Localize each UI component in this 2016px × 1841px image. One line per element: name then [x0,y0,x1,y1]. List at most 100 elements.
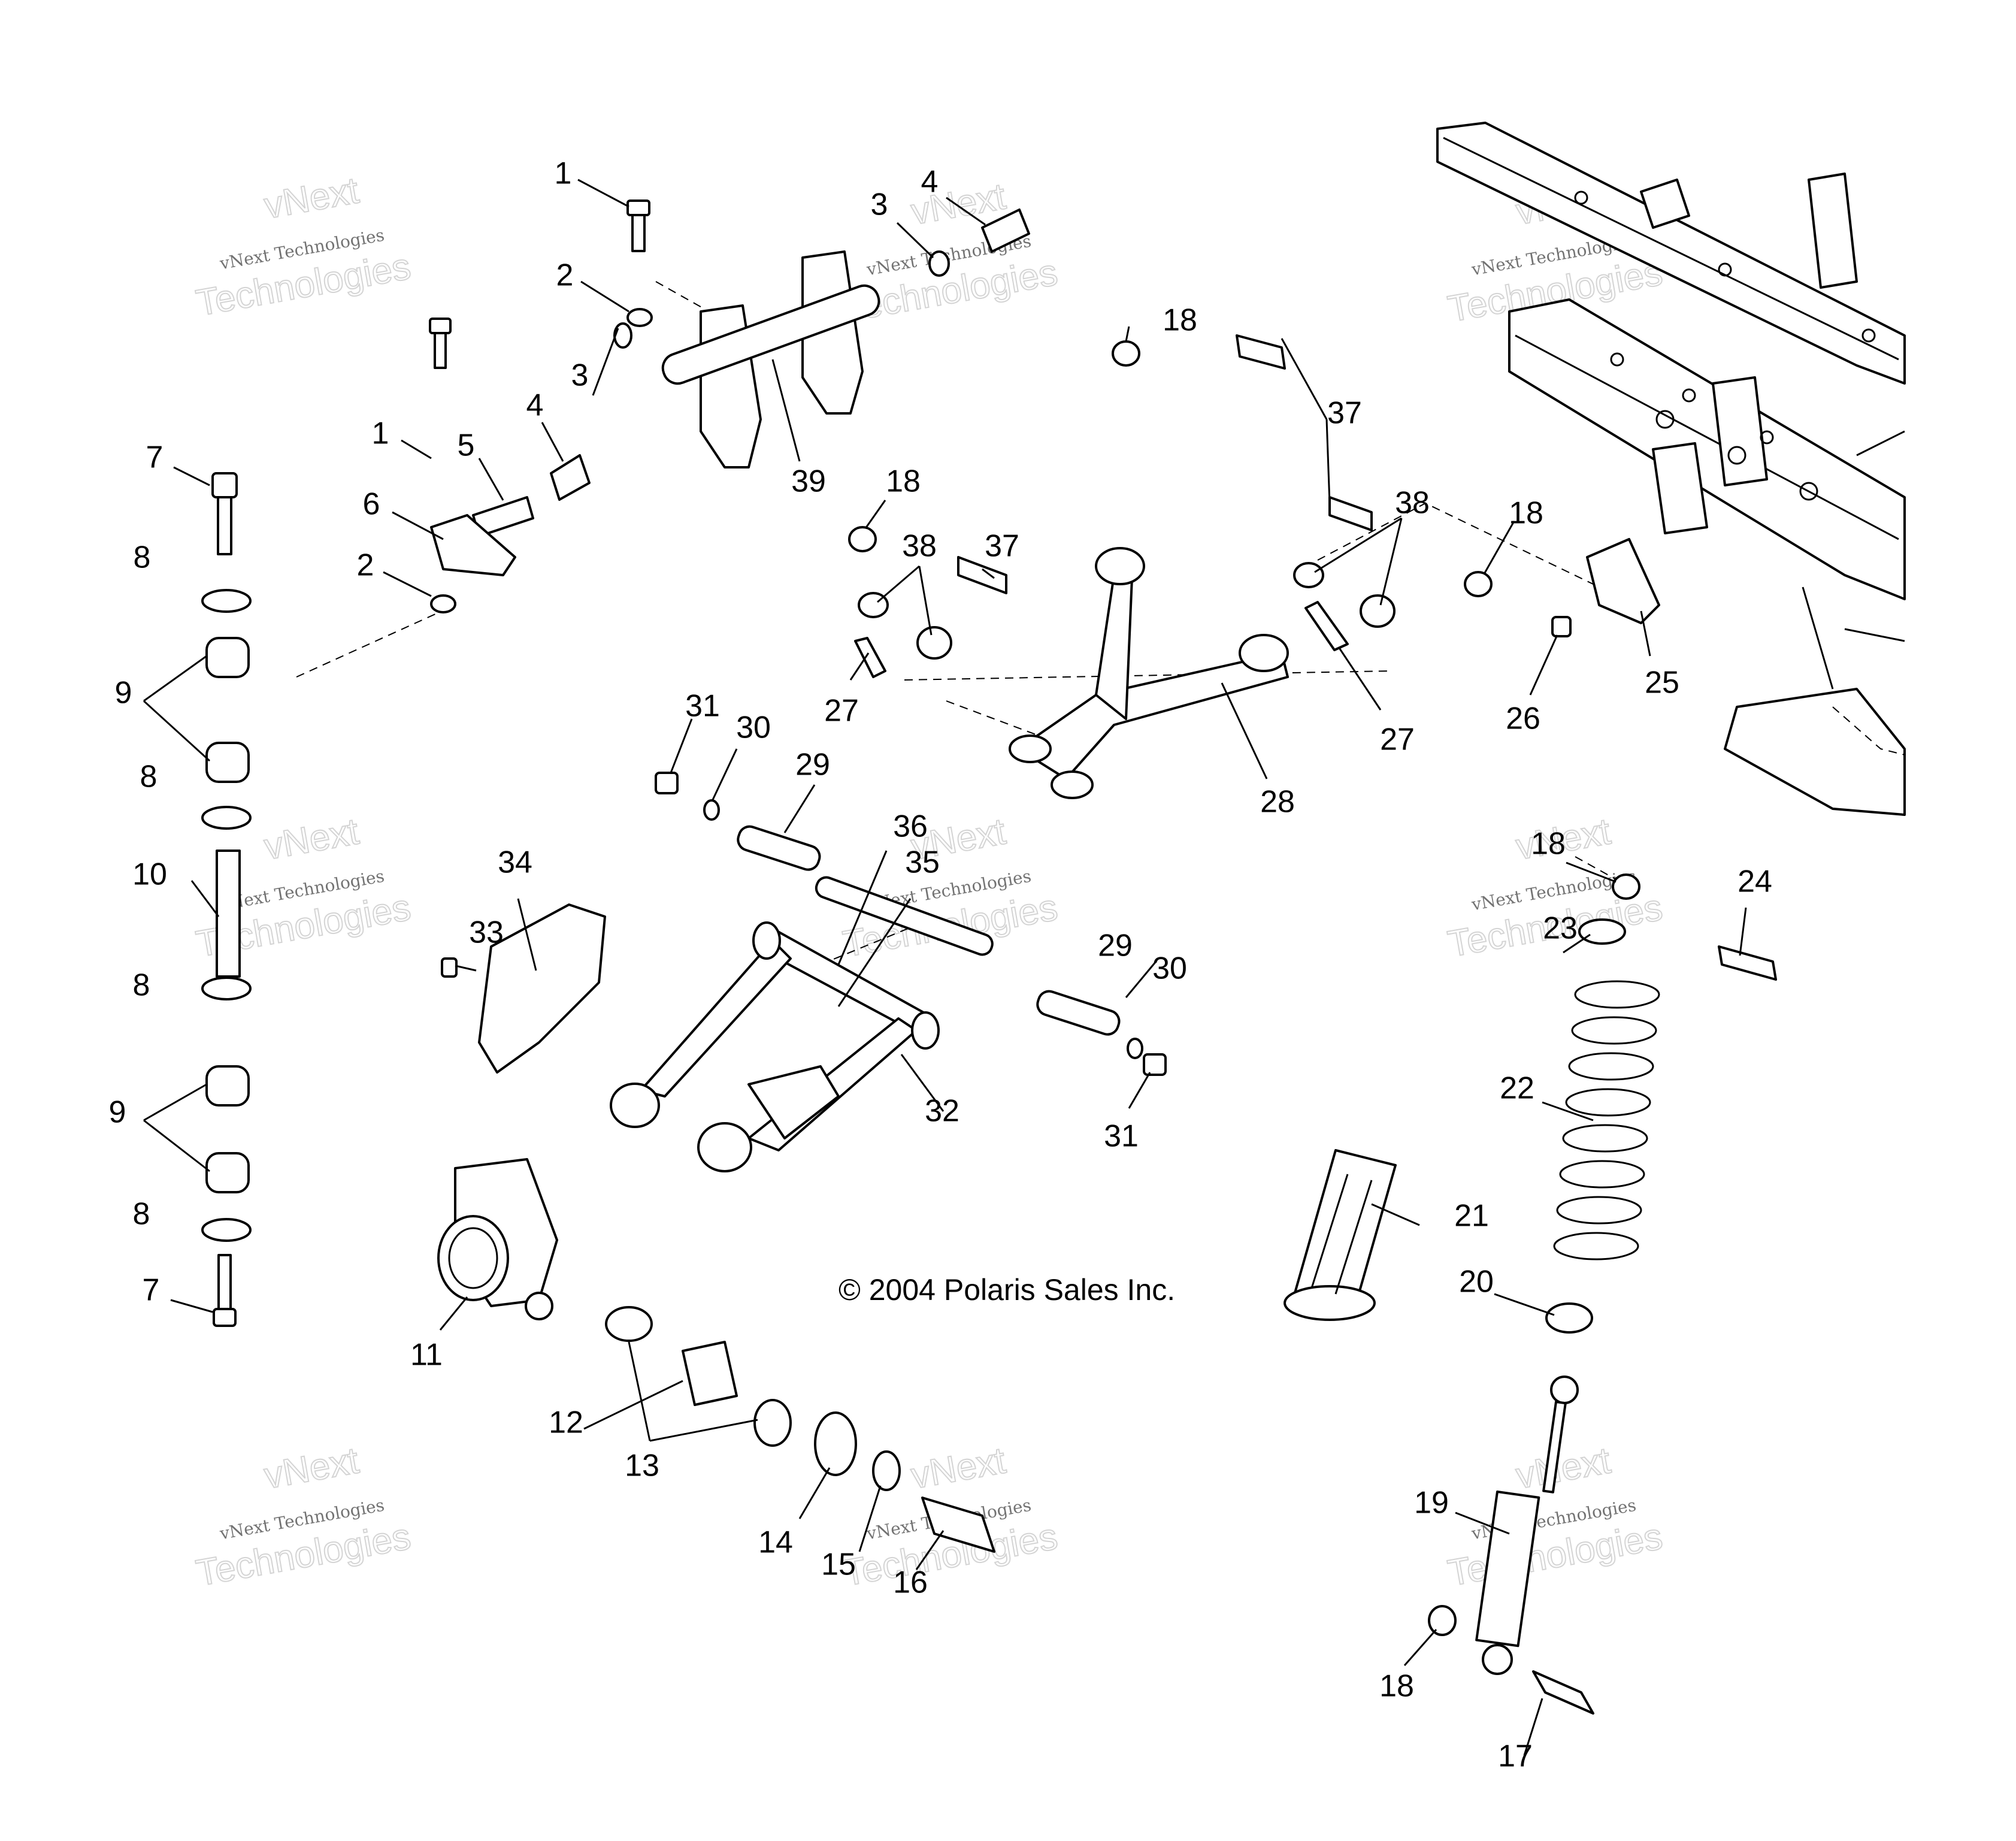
label-5: 5 [458,428,475,463]
leader-lines [143,179,1747,1756]
label-8-c: 8 [133,968,150,1003]
pivot-tube-part-29 [737,825,821,871]
label-20: 20 [1459,1265,1494,1299]
bolt-part-26 [1551,616,1572,637]
label-1-mid: 1 [372,416,389,451]
bolt-part-24 [1718,945,1777,981]
label-11: 11 [410,1338,443,1373]
washer-part-8-b [201,806,252,830]
label-10: 10 [132,857,167,892]
nut-part-18-c [1464,571,1493,597]
retainer-part-23 [1578,918,1626,945]
upper-arm-part-28 [1009,547,1289,799]
label-31-lower: 31 [1104,1119,1139,1154]
knuckle-part-11 [437,1158,558,1320]
label-38-left: 38 [902,529,937,564]
label-15: 15 [821,1547,856,1582]
washer-part-8-d [201,1218,252,1242]
label-7-top: 7 [146,440,164,475]
label-9-upper: 9 [115,676,132,711]
mount-part-9 [205,637,250,678]
label-8-b: 8 [140,760,158,794]
label-25: 25 [1645,666,1679,700]
label-26: 26 [1506,702,1540,736]
mount-part-9-c [205,1065,250,1107]
label-29-lower: 29 [1098,929,1133,963]
clamp-part-6 [430,514,516,576]
label-32: 32 [925,1094,959,1129]
label-36: 36 [893,809,928,844]
bolt-part-7 [211,472,238,1327]
label-7-bottom: 7 [143,1273,160,1308]
watermark-top: vNext [261,811,362,867]
lower-arm-part-32 [610,921,940,1172]
nut-part-2 [626,308,653,327]
nut-part-18-b [848,526,877,552]
bolt-part-17 [1532,1670,1594,1715]
watermark-top: vNext [261,170,362,226]
label-19: 19 [1414,1486,1449,1520]
boot-part-21 [1284,1149,1397,1321]
ring-part-3 [928,250,950,277]
bolt-part-37 [1236,334,1286,370]
label-22: 22 [1500,1071,1534,1106]
nut-part-18-d [1612,873,1640,900]
label-27-left: 27 [824,694,859,728]
watermark-top: vNext [261,1440,362,1497]
label-30-upper: 30 [736,711,771,745]
bolt-part-31-b [1143,1053,1167,1076]
bolt-part-33 [441,957,458,978]
bushing-part-38-c [1293,562,1324,588]
label-24: 24 [1737,864,1772,899]
spacer-part-10 [216,850,241,978]
label-23: 23 [1543,911,1578,946]
label-8-d: 8 [133,1197,150,1232]
label-18-d: 18 [1531,827,1566,861]
label-35: 35 [905,845,940,880]
carrier-part-39 [661,250,880,468]
label-12: 12 [549,1405,583,1440]
mount-part-9-b [205,742,250,783]
shaft-part-36 [815,876,994,956]
part-labels: 1 1 2 2 3 3 4 4 5 6 7 7 8 8 8 8 9 9 10 1… [109,156,1772,1774]
bolt-part-37-c [957,556,1007,594]
washer-part-15 [872,1450,901,1491]
nut-part-18-e [1428,1605,1457,1636]
label-4-mid: 4 [526,388,544,423]
label-18-e: 18 [1379,1669,1414,1704]
label-28: 28 [1260,785,1295,820]
bushing-part-38-b [916,626,952,660]
label-9-lower: 9 [109,1095,126,1130]
bolt-part-37-b [1328,496,1373,531]
copyright-notice: © 2004 Polaris Sales Inc. [839,1273,1175,1307]
label-14: 14 [758,1525,793,1560]
washer-part-30 [703,799,720,821]
bushing-part-4 [981,208,1030,253]
nut-part-18 [1112,340,1140,367]
assembly-lines [296,281,1630,965]
label-33: 33 [469,915,504,950]
label-16: 16 [893,1565,928,1600]
shock-part-19 [1475,1376,1579,1675]
label-2-mid: 2 [357,548,374,583]
pin-part-27 [854,637,886,678]
watermark-top: vNext [908,1440,1009,1497]
label-18-b: 18 [886,464,921,499]
label-31-upper: 31 [685,689,720,724]
spring-part-22 [1553,980,1660,1260]
label-3-top: 3 [871,188,888,222]
label-17: 17 [1498,1739,1533,1774]
pin-part-27-b [1304,601,1349,651]
sleeve-part-12 [682,1341,738,1406]
label-21: 21 [1454,1199,1489,1234]
bolt-part-1 [429,199,650,369]
mount-part-9-d [205,1152,250,1193]
bushing-part-38-d [1360,594,1396,628]
label-4-top: 4 [921,165,939,199]
label-30-lower: 30 [1152,951,1187,986]
bearing-part-13-b [753,1399,792,1447]
retainer-part-20 [1545,1302,1593,1334]
bearing-part-13 [605,1306,653,1342]
label-27-right: 27 [1380,723,1415,757]
